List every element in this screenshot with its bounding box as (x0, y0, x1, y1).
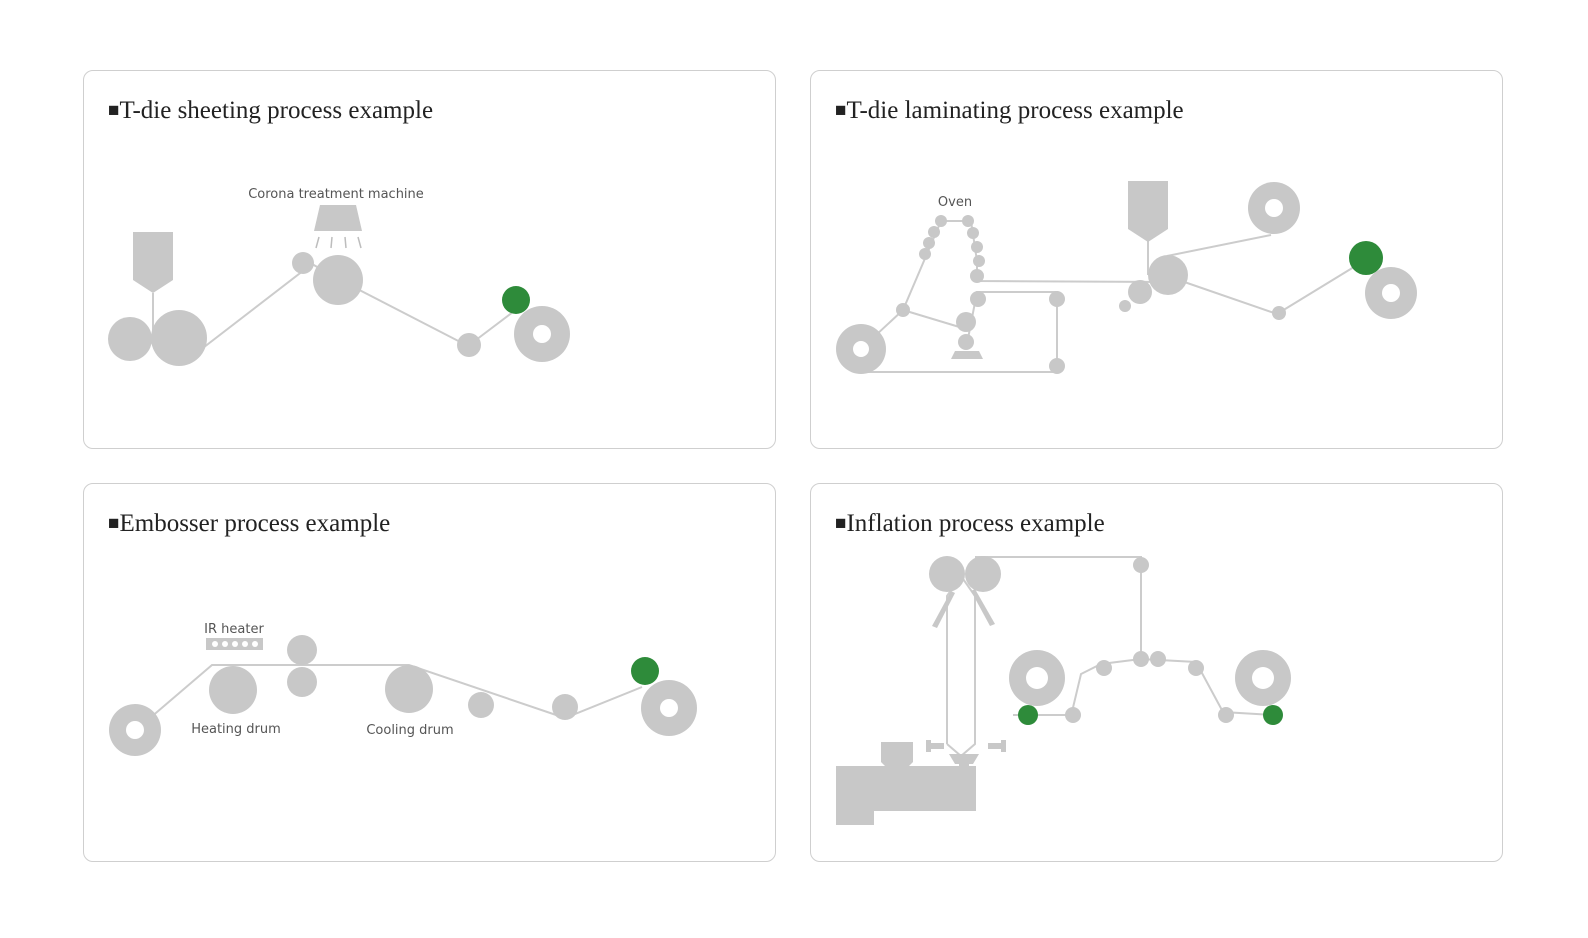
oven-roll (973, 255, 985, 267)
guide-roll (457, 333, 481, 357)
card-embosser: ■Embosser process example IR heater Hea (83, 483, 776, 862)
highlight-roll-right (1263, 705, 1283, 725)
guide-roll (1133, 651, 1149, 667)
guide-roll (292, 252, 314, 274)
heating-drum-label: Heating drum (191, 722, 281, 737)
guide-roll (1049, 291, 1065, 307)
inflation-diagram (836, 556, 1291, 825)
title-text: Inflation process example (846, 510, 1105, 537)
hopper (881, 742, 913, 774)
guide-roll (1188, 660, 1204, 676)
corona-treater (314, 205, 362, 231)
small-roll (1119, 300, 1131, 312)
t-die (133, 232, 173, 293)
card-title: ■Embosser process example (108, 510, 390, 538)
highlight-roll (1349, 241, 1383, 275)
chill-roll-small (108, 317, 152, 361)
oven-roll (896, 303, 910, 317)
guide-roll (468, 692, 494, 718)
embosser-diagram: IR heater Heating drum Cooling drum (109, 622, 697, 756)
chill-roll-large (151, 310, 207, 366)
ir-heater-label: IR heater (204, 622, 264, 637)
highlight-roll (502, 286, 530, 314)
air-ring-right (988, 743, 1006, 749)
guide-roll (970, 291, 986, 307)
title-text: T-die sheeting process example (119, 97, 434, 124)
guide-roll (1096, 660, 1112, 676)
card-title: ■T-die laminating process example (835, 97, 1184, 125)
oven-roll (971, 241, 983, 253)
guide-roll (552, 694, 578, 720)
die-stem (959, 762, 969, 772)
extruder-base (836, 784, 874, 825)
heating-drum (209, 666, 257, 714)
bullet-mark: ■ (108, 100, 120, 121)
guide-roll (1049, 358, 1065, 374)
card-tdie-sheeting: ■T-die sheeting process example Corona t… (83, 70, 776, 449)
t-die (1128, 181, 1168, 242)
oven-roll (928, 226, 940, 238)
guide-roll (1272, 306, 1286, 320)
laminating-roll (1148, 255, 1188, 295)
oven-label: Oven (938, 195, 972, 210)
nip-roll (1128, 280, 1152, 304)
corona-roll (313, 255, 363, 305)
tdie-sheeting-diagram: Corona treatment machine (108, 187, 570, 366)
collapsing-board-right (971, 589, 995, 626)
title-text: T-die laminating process example (846, 97, 1184, 124)
die-head (949, 754, 979, 764)
oven-roll (962, 215, 974, 227)
oven-roll (970, 269, 984, 283)
air-ring-left (926, 743, 944, 749)
card-title: ■T-die sheeting process example (108, 97, 433, 125)
corona-label: Corona treatment machine (248, 187, 424, 202)
emboss-roll-bottom (287, 667, 317, 697)
highlight-roll (631, 657, 659, 685)
film-path (860, 220, 1368, 373)
coater-base (951, 351, 983, 359)
cooling-drum-label: Cooling drum (366, 723, 453, 738)
air-ring-left-post (926, 740, 931, 752)
oven-roll (923, 237, 935, 249)
guide-roll (1218, 707, 1234, 723)
oven-roll (935, 215, 947, 227)
nip-roll-left (929, 556, 965, 592)
card-inflation: ■Inflation process example (810, 483, 1503, 862)
emboss-roll-top (287, 635, 317, 665)
highlight-roll-left (1018, 705, 1038, 725)
card-title: ■Inflation process example (835, 510, 1105, 538)
guide-roll (1150, 651, 1166, 667)
ir-heater-elements (212, 641, 258, 647)
bullet-mark: ■ (835, 513, 847, 534)
nip-roll-right (965, 556, 1001, 592)
oven-roll (967, 227, 979, 239)
tdie-laminating-diagram: Oven (836, 181, 1417, 374)
oven-roll (919, 248, 931, 260)
guide-roll (1065, 707, 1081, 723)
guide-roll (1133, 557, 1149, 573)
title-text: Embosser process example (119, 510, 391, 537)
coater-roll (956, 312, 976, 332)
card-tdie-laminating: ■T-die laminating process example (810, 70, 1503, 449)
air-ring-right-post (1001, 740, 1006, 752)
bullet-mark: ■ (835, 100, 847, 121)
bullet-mark: ■ (108, 513, 120, 534)
collapsing-board-left (932, 591, 955, 628)
cooling-drum (385, 665, 433, 713)
film-path (946, 556, 1274, 758)
corona-discharge-lines (315, 236, 362, 249)
